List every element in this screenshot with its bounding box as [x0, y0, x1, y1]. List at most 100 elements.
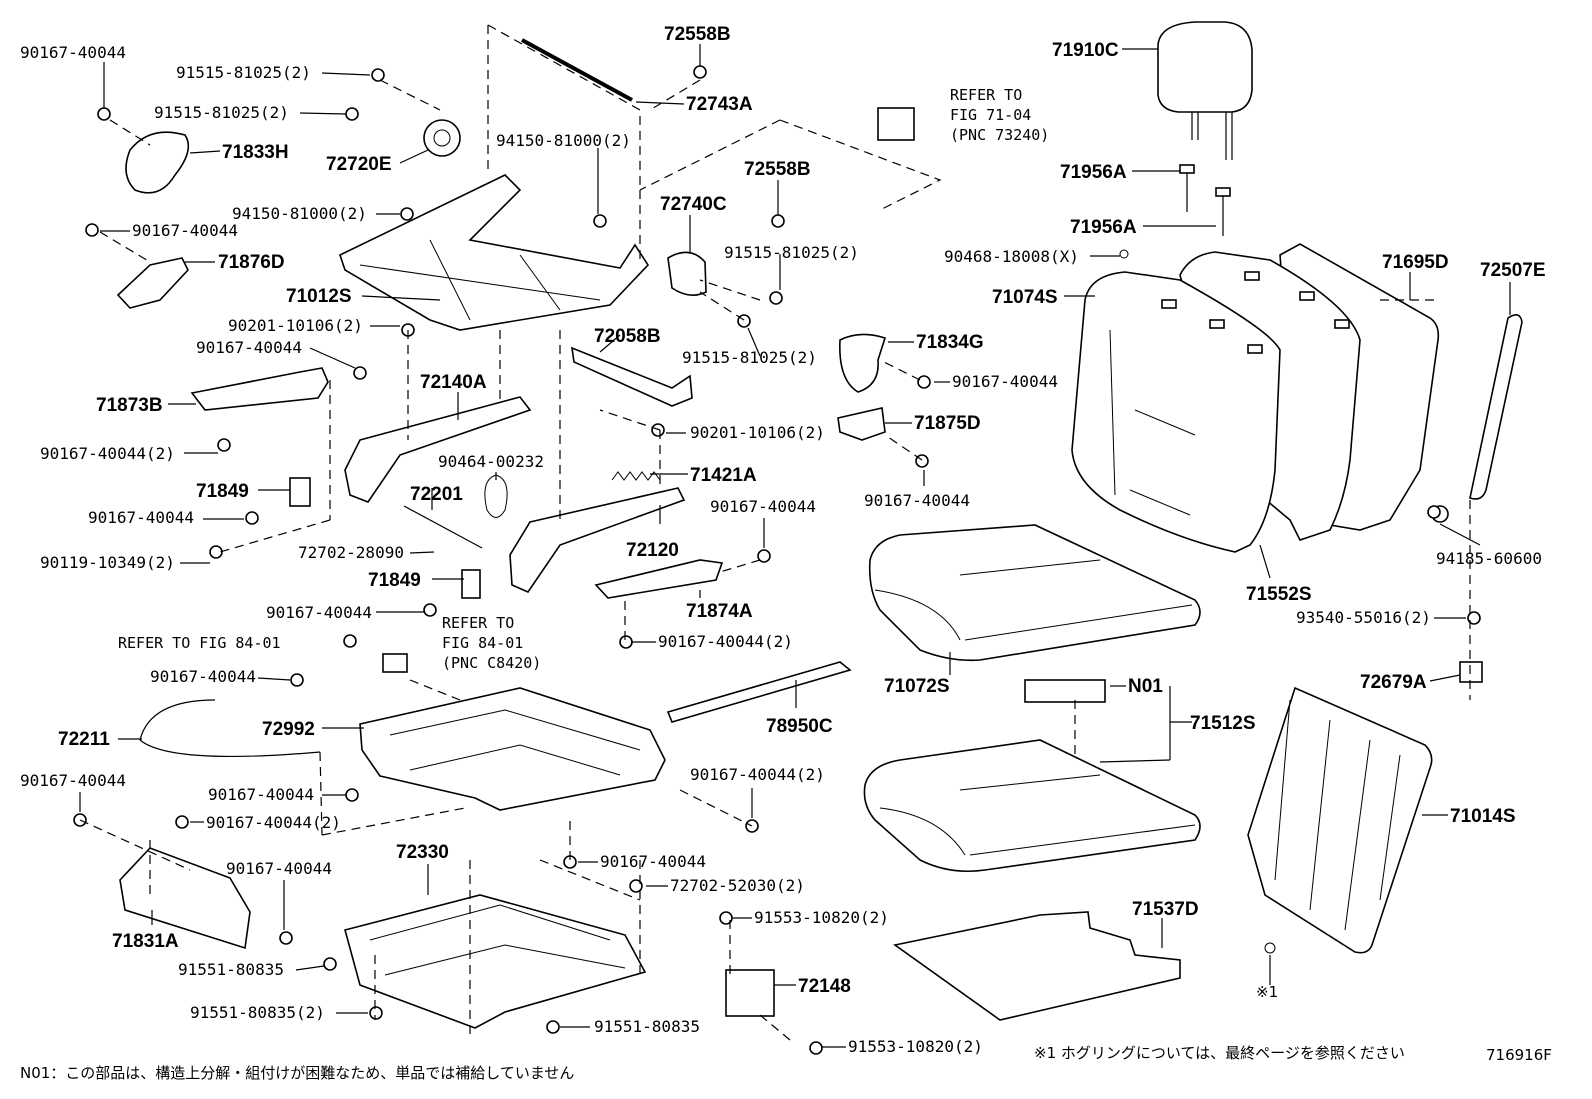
part-label: 72702-28090 [298, 543, 404, 562]
part-label: 71695D [1382, 252, 1449, 273]
part-label: 72201 [410, 484, 463, 505]
recliner-disk-shape [423, 119, 461, 157]
part-shapes [73, 21, 1523, 1055]
seat-pan-shape [359, 687, 666, 811]
part-label: 78950C [766, 716, 833, 737]
reference-notes: REFER TO FIG 71-04 (PNC 73240) REFER TO … [118, 86, 1278, 1001]
part-label: 72507E [1480, 260, 1546, 281]
part-label: 72740C [660, 194, 727, 215]
figure-code: 716916F [1486, 1046, 1552, 1064]
part-label: 90201-10106(2) [690, 423, 825, 442]
refer-note-line: REFER TO [442, 614, 514, 632]
part-label: 72211 [58, 729, 110, 750]
part-label: 71074S [992, 287, 1058, 308]
part-label: 72743A [686, 94, 753, 115]
part-label: 90167-40044 [864, 491, 970, 510]
part-label: 72720E [326, 154, 392, 175]
part-label: 90201-10106(2) [228, 316, 363, 335]
part-label: 71956A [1060, 162, 1127, 183]
seatback-panel-shape [1247, 686, 1433, 954]
part-label: 71876D [218, 252, 285, 273]
spring-shape [611, 471, 661, 481]
part-label: 72058B [594, 326, 661, 347]
part-label: 72992 [262, 719, 315, 740]
part-label: 90167-40044(2) [690, 765, 825, 784]
part-label: 71833H [222, 142, 289, 163]
part-label: 90167-40044 [208, 785, 314, 804]
part-label: 91515-81025(2) [682, 348, 817, 367]
hog-ring-marker: ※1 [1256, 983, 1278, 1001]
part-label: 71421A [690, 465, 757, 486]
part-label: 91515-81025(2) [724, 243, 859, 262]
part-label: 91551-80835 [594, 1017, 700, 1036]
cap-71849-b-shape [461, 569, 481, 599]
headrest-shape [1157, 21, 1253, 160]
part-label: 71956A [1070, 217, 1137, 238]
part-label: 91553-10820(2) [754, 908, 889, 927]
part-label: 72120 [626, 540, 679, 561]
seatback-shapes [1071, 243, 1440, 553]
part-label: 90167-40044 [20, 43, 126, 62]
seat-frame-shape [339, 174, 650, 331]
rail-left-shape [344, 396, 532, 503]
part-labels: 90167-40044 91515-81025(2) 91515-81025(2… [20, 24, 1546, 1056]
part-label: 71537D [1132, 899, 1199, 920]
part-label: 71849 [368, 570, 421, 591]
part-label: 71849 [196, 481, 249, 502]
part-label: 90167-40044(2) [40, 444, 175, 463]
part-label: 90167-40044 [226, 859, 332, 878]
part-label: 71873B [96, 395, 163, 416]
part-label: 90167-40044 [88, 508, 194, 527]
part-label: 71874A [686, 601, 753, 622]
part-label: 72679A [1360, 672, 1427, 693]
link-72058b-shape [571, 346, 693, 407]
footer-note-hog-ring: ※1 ホグリングについては、最終ページを参照ください [1034, 1044, 1405, 1062]
seatbelt-anchor-shape [1431, 314, 1523, 523]
part-label: 71014S [1450, 806, 1516, 827]
track-cover-71874a-shape [594, 559, 724, 599]
cover-71875d-shape [837, 407, 886, 441]
part-label: 91551-80835(2) [190, 1003, 325, 1022]
part-label: 90167-40044 [20, 771, 126, 790]
part-label: 72558B [744, 159, 811, 180]
part-label: 91515-81025(2) [154, 103, 289, 122]
seat-pad-shape [893, 911, 1276, 1021]
part-label: 72558B [664, 24, 731, 45]
part-label: 94150-81000(2) [496, 131, 631, 150]
part-label: 90167-40044 [150, 667, 256, 686]
part-label: 71512S [1190, 713, 1256, 734]
bracket-72148-shape [725, 969, 775, 1017]
track-cover-shape [190, 367, 329, 411]
part-label: 71012S [286, 286, 352, 307]
part-label: 71831A [112, 931, 179, 952]
refer-note-line: REFER TO FIG 84-01 [118, 634, 281, 652]
part-label: 71072S [884, 676, 950, 697]
part-label: 71834G [916, 332, 984, 353]
refer-note-line: FIG 71-04 [950, 106, 1031, 124]
rod-shape [521, 38, 633, 102]
part-label: 72702-52030(2) [670, 876, 805, 895]
part-label: 90167-40044 [710, 497, 816, 516]
striker-shape [1459, 661, 1483, 683]
part-label: 94185-60600 [1436, 549, 1542, 568]
wire-shape [139, 699, 321, 758]
shaft-shape [403, 505, 483, 549]
part-label: 90167-40044 [132, 221, 238, 240]
leader-lines [79, 44, 1511, 1048]
part-label: 71910C [1052, 40, 1119, 61]
part-label: 90167-40044(2) [658, 632, 793, 651]
part-label: 90119-10349(2) [40, 553, 175, 572]
part-label: 94150-81000(2) [232, 204, 367, 223]
part-label: 90167-40044 [952, 372, 1058, 391]
part-label: 71875D [914, 413, 981, 434]
part-label: 72148 [798, 976, 851, 997]
refer-note-line: (PNC C8420) [442, 654, 541, 672]
part-label: 71552S [1246, 584, 1312, 605]
headrest-guide-shapes [1119, 164, 1231, 259]
part-label: 91515-81025(2) [176, 63, 311, 82]
refer-note-line: FIG 84-01 [442, 634, 523, 652]
part-label: 72140A [420, 372, 487, 393]
rail-right-shape [509, 487, 686, 593]
bracket-shape [116, 257, 189, 309]
